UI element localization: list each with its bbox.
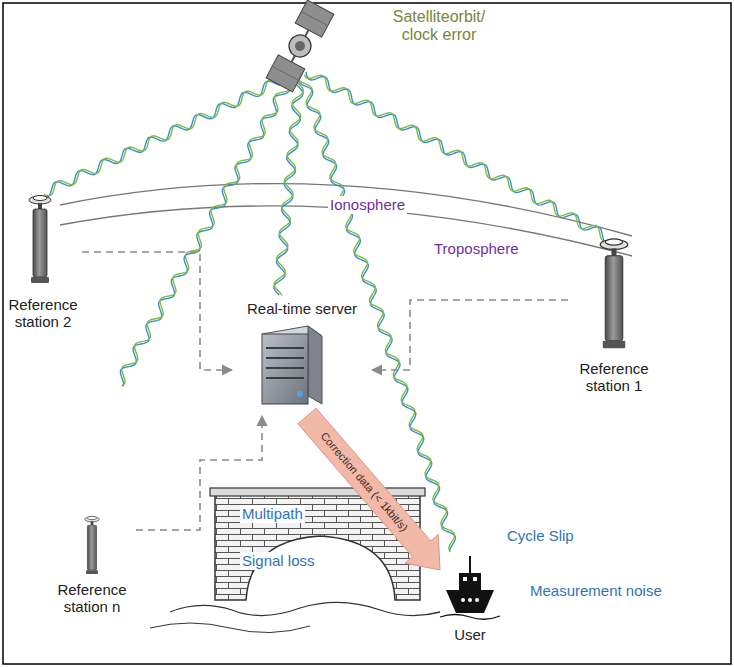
signal-wave: [274, 74, 303, 296]
node-label: Reference station 1: [568, 360, 660, 394]
server-icon: [262, 326, 322, 404]
node-label: Real-time server: [247, 300, 357, 317]
server-node: Real-time server: [232, 300, 372, 416]
effect-label: Cycle Slip: [505, 527, 576, 545]
station-antenna: [85, 516, 100, 574]
reference-station: Reference station n: [48, 515, 136, 615]
satellite-error-label: Satelliteorbit/ clock error: [372, 8, 506, 44]
node-label: Reference station 2: [4, 296, 82, 330]
frame: [3, 3, 731, 664]
satellite: [266, 0, 334, 92]
station-antenna: [29, 196, 51, 284]
signal-wave: [44, 69, 297, 196]
correction-arrow: [298, 408, 440, 570]
reference-station: Reference station 2: [4, 192, 82, 330]
effect-label: Signal loss: [240, 552, 317, 570]
user-node: User: [440, 552, 500, 643]
data-link: [372, 300, 568, 370]
ship: [440, 556, 500, 619]
signal-wave: [306, 72, 609, 243]
signal-wave: [274, 74, 303, 295]
data-link: [82, 252, 232, 370]
node-label: User: [454, 626, 486, 643]
effect-label: Troposphere: [432, 240, 521, 258]
effect-label: Ionosphere: [328, 196, 407, 214]
node-label: Reference station n: [48, 581, 136, 615]
station-antenna: [600, 239, 628, 348]
reference-station: Reference station 1: [568, 238, 660, 394]
effect-label: Multipath: [240, 505, 305, 523]
signal-waves: [44, 69, 611, 552]
effect-label: Measurement noise: [528, 582, 664, 600]
